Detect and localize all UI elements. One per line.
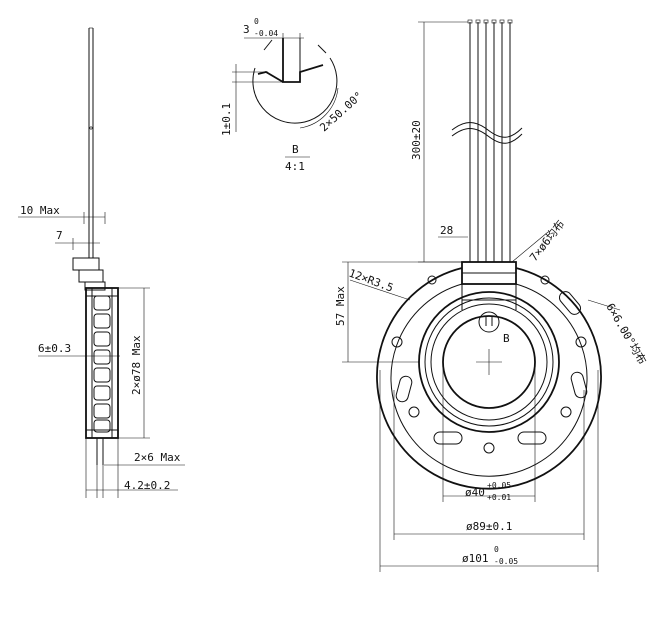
inner-dia-upper: +0.05 [487,481,511,490]
mounting-holes [391,275,587,454]
height-label: 57 Max [334,286,347,326]
slot-width-lower: -0.04 [254,29,278,38]
inner-dia-lower: +0.01 [487,493,511,502]
slot-width-upper: 0 [254,17,259,26]
lead-offset-label: 7 [56,229,63,242]
scale-label: 4:1 [285,160,305,173]
lead-length-label: 300±20 [410,120,423,160]
mounting-slots [395,291,588,445]
flange-label: 2×6 Max [134,451,181,464]
outer-dia-main: ø101 [462,552,489,565]
depth-label: 1±0.1 [220,103,233,136]
side-view: 10 Max 7 6±0.3 2×ø78 Max 2×6 Max 4.2±0.2 [18,27,185,498]
mid-dia-label: ø89±0.1 [466,520,512,533]
outer-dia-lower: -0.05 [494,557,518,566]
corner-radius-label: 12×R3.5 [347,267,395,295]
outer-dia-upper: 0 [494,545,499,554]
detail-b: 3 0 -0.04 1±0.1 2×50.00° B 4:1 [220,17,365,173]
wire-leads [467,19,513,262]
holes-label: 6×6.00°均布 [603,301,648,367]
detail-marker: B [503,332,510,345]
front-view: 300±20 28 7×ø6均布 B [334,19,649,572]
inner-dia-main: ø40 [465,486,485,499]
view-letter: B [292,143,299,156]
slot-width-main: 3 [243,23,250,36]
angle-label: 2×50.00° [317,89,365,134]
lead-span-label: 28 [440,224,453,237]
thickness-label: 6±0.3 [38,342,71,355]
lead-count-label: 7×ø6均布 [527,218,567,264]
coil-layers [93,295,111,433]
diameter-label: 2×ø78 Max [130,335,143,395]
max-width-label: 10 Max [20,204,60,217]
total-thickness-label: 4.2±0.2 [124,479,170,492]
